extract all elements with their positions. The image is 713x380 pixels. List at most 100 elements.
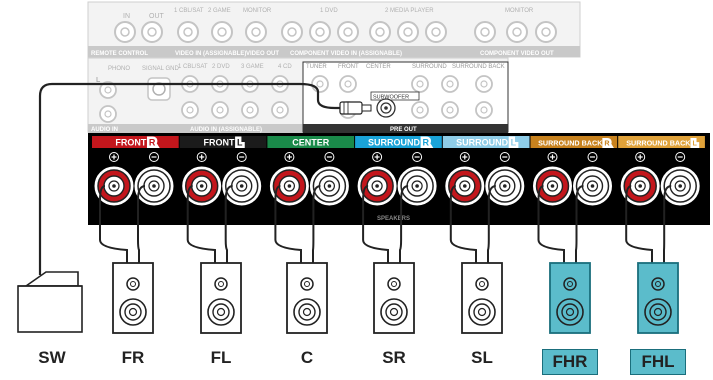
speaker-icon (637, 262, 679, 334)
label-center: CENTER (366, 64, 391, 70)
label-front: FRONT (338, 64, 359, 70)
rca-plug-icon (339, 101, 372, 115)
label-surround-back: SURROUND BACK (452, 64, 505, 70)
minus-terminal[interactable] (660, 152, 700, 206)
speaker-label-sr: SR (382, 348, 406, 367)
plus-icon (284, 152, 295, 162)
ghost-jack (535, 21, 557, 43)
minus-terminal[interactable] (397, 152, 437, 206)
ghost-jack (369, 21, 391, 43)
label-monitor-out: MONITOR (243, 8, 272, 14)
plus-terminal[interactable] (620, 152, 660, 206)
label-surround: SURROUND (412, 64, 447, 70)
plus-terminal[interactable] (269, 152, 309, 206)
ghost-jack (411, 101, 429, 119)
ghost-jack (337, 21, 359, 43)
plus-terminal[interactable] (533, 152, 572, 206)
plus-icon (109, 152, 119, 162)
channel-label: FRONT L (204, 138, 243, 148)
minus-terminal[interactable] (309, 152, 349, 206)
minus-icon (412, 152, 423, 162)
subwoofer-cable (38, 82, 372, 275)
bar-audio-in: AUDIO IN (91, 127, 118, 133)
bar-audio-in-assignable: AUDIO IN (ASSIGNABLE) (190, 127, 262, 133)
bar-speakers: SPEAKERS (377, 216, 410, 222)
ghost-jack (311, 75, 329, 93)
minus-terminal[interactable] (134, 152, 174, 206)
channel-label: SURROUND L (456, 138, 517, 148)
plus-icon (459, 152, 470, 162)
label-cbl-sat-2: 1 CBL/SAT (178, 64, 208, 70)
channel-header: SURROUND L (442, 135, 530, 150)
speakers (17, 262, 679, 334)
minus-icon (675, 152, 686, 162)
bar-component-out: COMPONENT VIDEO OUT (480, 51, 554, 57)
ghost-jack (309, 21, 331, 43)
label-dvd: 1 DVD (320, 8, 338, 14)
label-monitor: MONITOR (505, 8, 534, 14)
label-tuner: TUNER (306, 64, 327, 70)
channel-mark: R (149, 138, 156, 148)
minus-terminal[interactable] (485, 152, 525, 206)
ghost-jack (475, 101, 493, 119)
subwoofer-icon (17, 271, 83, 333)
label-subwoofer: SUBWOOFER (373, 95, 409, 101)
ghost-jack (397, 21, 419, 43)
ghost-jack (441, 75, 459, 93)
label-game: 2 GAME (208, 8, 231, 14)
minus-terminal[interactable] (573, 152, 612, 206)
plus-icon (547, 152, 558, 162)
speaker-label-sw: SW (38, 348, 66, 367)
channel-mark: L (237, 138, 243, 148)
minus-icon (324, 152, 335, 162)
channel-header: FRONT L (179, 135, 267, 150)
ghost-jack (181, 101, 199, 119)
ghost-jack (177, 21, 199, 43)
bar-video-in: VIDEO IN (ASSIGNABLE) (175, 51, 246, 57)
plus-terminal[interactable] (357, 152, 397, 206)
channel-header: SURROUND R (355, 135, 442, 150)
ghost-jack (475, 75, 493, 93)
plus-icon (372, 152, 383, 162)
channel-label: SURROUND BACK L (626, 139, 697, 148)
speaker-label-fhr: FHR (542, 349, 598, 375)
ghost-jack (506, 21, 528, 43)
label-phono: PHONO (108, 66, 130, 72)
label-game-2: 3 GAME (241, 64, 264, 70)
plus-icon (196, 152, 207, 162)
label-media-player: 2 MEDIA PLAYER (385, 8, 434, 14)
speaker-icon (112, 262, 154, 334)
channel-mark: R (604, 139, 610, 148)
minus-terminal[interactable] (222, 152, 262, 206)
speaker-label-fl: FL (210, 348, 232, 367)
channel-label: FRONT R (115, 138, 156, 148)
label-l: L (96, 77, 101, 84)
channel-header: SURROUND BACK L (618, 136, 705, 150)
plus-icon (635, 152, 646, 162)
channel-mark: L (511, 138, 517, 148)
plus-terminal[interactable] (182, 152, 222, 206)
ghost-jack (141, 21, 163, 43)
minus-icon (587, 152, 598, 162)
speaker-label-sl: SL (471, 348, 493, 367)
ghost-jack (99, 105, 117, 123)
channel-header: SURROUND BACK R (530, 136, 618, 150)
ghost-jack (241, 101, 259, 119)
ghost-jack (271, 101, 289, 119)
ghost-jack (211, 101, 229, 119)
bar-component-in: COMPONENT VIDEO IN (ASSIGNABLE) (290, 51, 402, 57)
label-in: IN (123, 13, 130, 20)
label-out: OUT (149, 13, 165, 20)
channel-label: SURROUND R (368, 138, 430, 148)
plus-terminal[interactable] (445, 152, 485, 206)
bar-pre-out: PRE OUT (390, 127, 417, 133)
ghost-jack (281, 21, 303, 43)
channel-mark: R (422, 138, 429, 148)
channel-label: SURROUND BACK R (538, 139, 610, 148)
speaker-label-c: C (300, 348, 314, 367)
speaker-label-fhl: FHL (630, 349, 686, 375)
speaker-icon (373, 262, 415, 334)
ghost-jack (411, 75, 429, 93)
